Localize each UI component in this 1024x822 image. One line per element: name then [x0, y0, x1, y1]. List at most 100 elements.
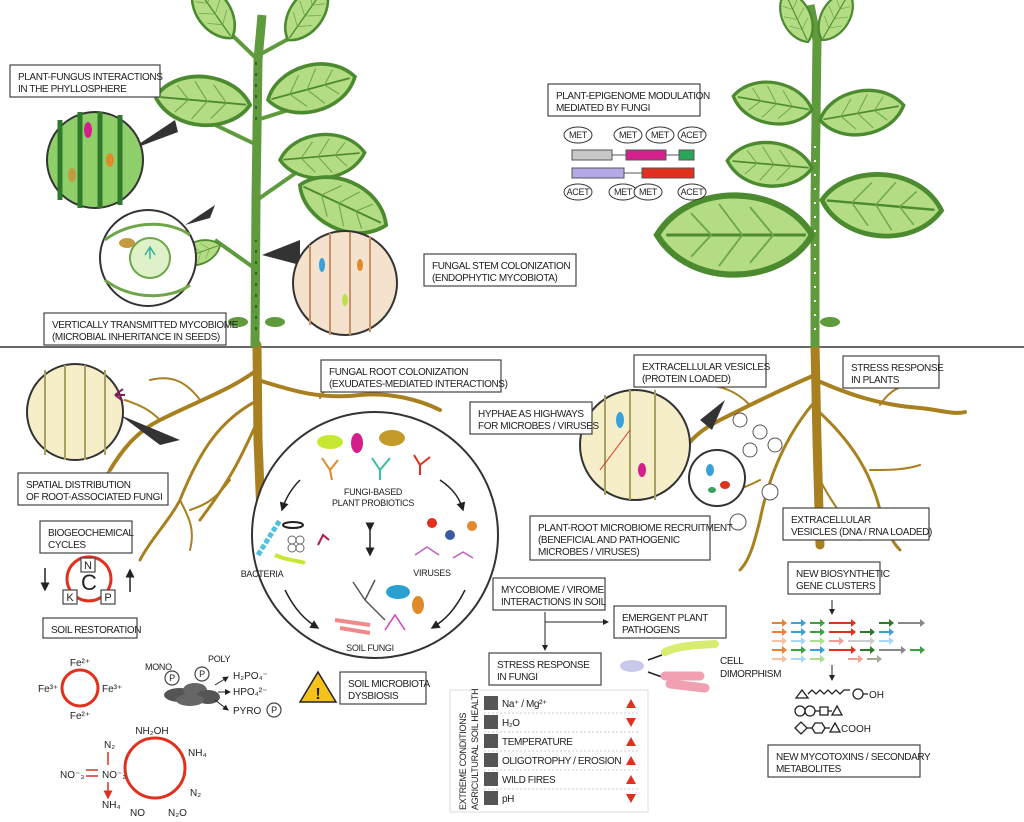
leaf: [814, 82, 910, 144]
label-line: DYSBIOSIS: [348, 691, 399, 702]
circle-probiotics-line1: FUNGI-BASED: [344, 487, 403, 497]
gene-arrow: [910, 646, 925, 654]
label-box-ev-protein: EXTRACELLULAR VESICLES(PROTEIN LOADED): [633, 354, 771, 388]
stress-row: Na⁺ / Mg²⁺: [484, 696, 640, 714]
label-line: FOR MICROBES / VIRUSES: [478, 421, 599, 432]
mark-label: ACET: [567, 187, 591, 197]
gene-arrow: [848, 637, 875, 645]
mark-bottom: MET: [608, 183, 638, 201]
phosphate-h2po4: H₂PO₄⁻: [233, 671, 268, 682]
gene-arrow: [791, 637, 806, 645]
leaf: [151, 70, 255, 132]
hyphae-zoom: [579, 389, 725, 501]
gene-arrow: [898, 619, 925, 627]
mark-label: ACET: [681, 187, 705, 197]
condition-icon: [484, 715, 498, 729]
stress-row: WILD FIRES: [484, 772, 640, 790]
leaf: [728, 74, 818, 132]
label-line: PLANT-FUNGUS INTERACTIONS: [18, 72, 163, 83]
left-plant: [84, 0, 442, 562]
gene-arrow: [810, 628, 825, 636]
metabolite-structures: [794, 688, 868, 735]
label-box-seeds: VERTICALLY TRANSMITTED MYCOBIOME(MICROBI…: [43, 312, 239, 346]
gene-arrow: [879, 619, 894, 627]
label-line: IN FUNGI: [497, 672, 538, 683]
cell-dimorphism-line1: CELL: [720, 656, 744, 667]
label-line: STRESS RESPONSE: [497, 660, 590, 671]
stress-row-label: WILD FIRES: [502, 775, 556, 786]
mark-label: MET: [639, 187, 658, 197]
iron-left: Fe³⁺: [38, 684, 58, 695]
n-no2: NO⁻₂: [102, 770, 126, 781]
label-line: NEW MYCOTOXINS / SECONDARY: [776, 752, 931, 763]
label-line: IN THE PHYLLOSPHERE: [18, 84, 127, 95]
iron-top: Fe²⁺: [70, 658, 90, 669]
stress-table-title-line1: EXTREME CONDITIONS: [458, 713, 468, 810]
mark-label: ACET: [681, 130, 705, 140]
stress-conditions-table: EXTREME CONDITIONS AGRICULTURAL SOIL HEA…: [449, 689, 649, 813]
gene-arrow: [810, 619, 825, 627]
label-line: (MICROBIAL INHERITANCE IN SEEDS): [52, 332, 220, 343]
chromatin-segment: [641, 167, 695, 179]
label-line: PATHOGENS: [622, 625, 680, 636]
gene-arrow: [829, 637, 844, 645]
root-zoom: [26, 363, 180, 461]
mark-bottom: MET: [633, 183, 663, 201]
iron-bottom: Fe²⁺: [70, 711, 90, 722]
gene-arrow: [772, 628, 787, 636]
label-box-root-colonization: FUNGAL ROOT COLONIZATION(EXUDATES-MEDIAT…: [320, 359, 508, 393]
stress-row: pH: [484, 791, 636, 805]
label-line: INTERACTIONS IN SOIL: [501, 597, 607, 608]
svg-text:!: !: [315, 686, 320, 703]
phosphate-mono: MONO: [145, 662, 172, 672]
iron-cycle: Fe²⁺ Fe³⁺ Fe²⁺ Fe³⁺: [38, 658, 122, 722]
label-line: SOIL RESTORATION: [51, 625, 141, 636]
stress-row: OLIGOTROPHY / EROSION: [484, 753, 640, 771]
label-line: HYPHAE AS HIGHWAYS: [478, 409, 584, 420]
gene-arrow: [867, 655, 882, 663]
condition-icon: [484, 753, 498, 767]
arrow-up-icon: [626, 699, 636, 708]
iron-right: Fe³⁺: [102, 684, 122, 695]
cnpk-cycle: C N K P: [40, 555, 135, 605]
n-nh4: NH₄: [188, 748, 207, 759]
n-no3: NO⁻₃: [60, 770, 84, 781]
gene-arrow: [829, 646, 856, 654]
label-line: (ENDOPHYTIC MYCOBIOTA): [432, 273, 558, 284]
n-n2-top: N₂: [104, 740, 115, 751]
label-line: CYCLES: [48, 540, 86, 551]
stress-row: TEMPERATURE: [484, 734, 640, 752]
vesicle-zoom: [688, 412, 783, 531]
gene-arrow: [791, 655, 806, 663]
chromatin-segment: [571, 149, 613, 161]
circle-soil-fungi: SOIL FUNGI: [346, 643, 394, 653]
mark-top: MET: [645, 126, 675, 144]
cell-dimorphism-illustration: CELL DIMORPHISM: [620, 640, 781, 693]
n-nh4-bottom: NH₄: [102, 800, 121, 811]
label-box-recruitment: PLANT-ROOT MICROBIOME RECRUITMENT(BENEFI…: [529, 515, 733, 561]
metabolite-cooh: COOH: [841, 724, 871, 735]
mark-top: MET: [563, 126, 593, 144]
stem-zoom: [262, 230, 398, 336]
seedling-leaf: [265, 317, 285, 327]
stress-row: H₂O: [484, 715, 640, 733]
nitrogen-cycle: NH₂OH NH₄ N₂ N₂O NO NO⁻₃ NO⁻₂ N₂ NH₄: [60, 726, 207, 819]
gene-arrow: [810, 646, 825, 654]
cnpk-p: P: [104, 592, 111, 604]
gene-arrow: [879, 646, 906, 654]
gene-arrow: [848, 655, 863, 663]
label-line: MEDIATED BY FUNGI: [556, 103, 650, 114]
cnpk-n: N: [84, 560, 92, 572]
gene-arrow: [791, 628, 806, 636]
label-line: VERTICALLY TRANSMITTED MYCOBIOME: [52, 320, 239, 331]
label-box-soil-restoration: SOIL RESTORATION: [42, 617, 142, 639]
